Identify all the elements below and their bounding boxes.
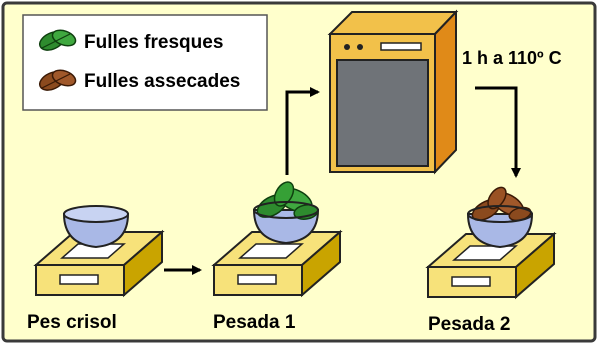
fresh-leaf-icon (38, 29, 77, 51)
oven-door (336, 59, 429, 167)
scale-display (451, 276, 491, 287)
scale-side (123, 229, 163, 298)
arrow-from-oven (475, 86, 521, 178)
arrow-to-oven (285, 87, 320, 175)
fresh-leaves-pile (256, 181, 319, 220)
scale-dried-leaves (425, 186, 557, 300)
scale-pan (452, 245, 518, 261)
crucible-bowl (466, 213, 534, 249)
step-label-weighing-2: Pesada 2 (428, 314, 510, 335)
oven-knob (344, 44, 350, 50)
oven-display (380, 42, 422, 51)
scale-pan (60, 243, 126, 259)
dried-leaf-icon (38, 69, 77, 91)
legend: Fulles fresques Fulles assecades (22, 14, 268, 111)
crucible-rim (467, 205, 533, 223)
step-label-empty: Pes crisol (27, 312, 117, 333)
crucible-bowl (62, 213, 130, 249)
oven-condition-label: 1 h a 110º C (462, 48, 562, 68)
crucible-rim (253, 201, 319, 219)
scale-pan (238, 243, 304, 259)
scale-empty-crucible (33, 205, 165, 298)
step-label-weighing-1: Pesada 1 (213, 312, 296, 333)
drying-oven (327, 9, 459, 175)
scale-side (301, 229, 341, 298)
oven-knob (357, 44, 363, 50)
crucible-rim (63, 205, 129, 223)
scale-display (237, 274, 277, 285)
oven-side (434, 9, 457, 175)
legend-fresh-label: Fulles fresques (84, 32, 223, 53)
legend-box (22, 14, 268, 111)
scale-fresh-leaves (211, 181, 343, 298)
scale-side (515, 231, 555, 300)
scale-display (59, 274, 99, 285)
legend-dried-label: Fulles assecades (84, 71, 240, 92)
